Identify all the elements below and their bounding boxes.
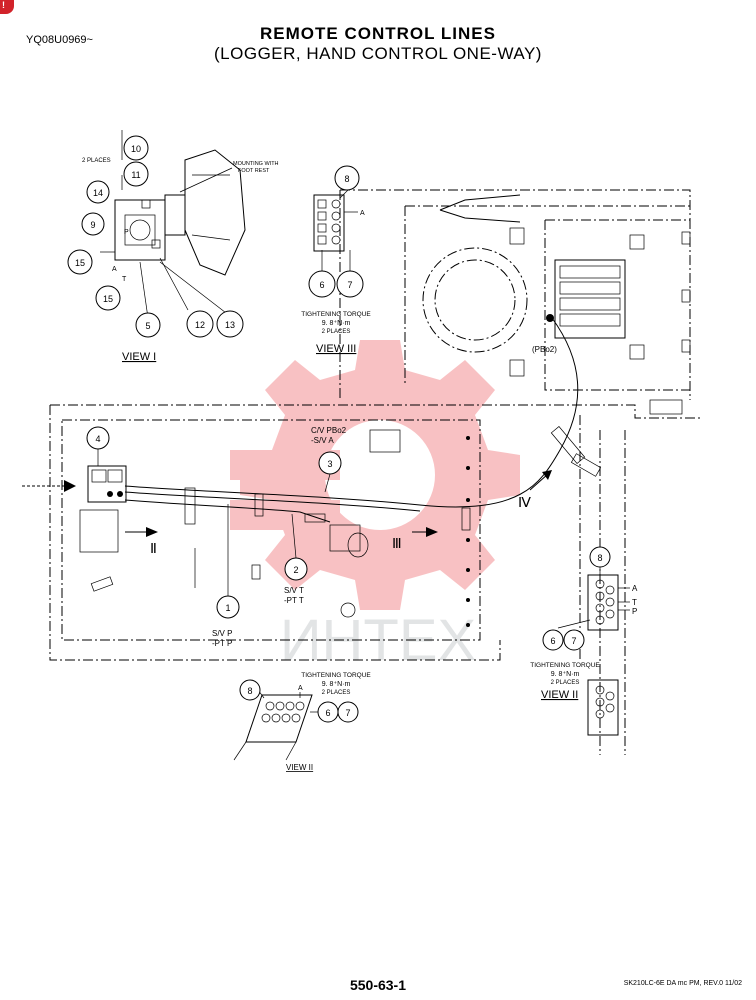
view-iii-callout-7-label: 7: [347, 280, 352, 290]
view-i-callout-15b: [95, 285, 121, 311]
view-ii-right-callout-7-label: 7: [571, 636, 576, 646]
view-ii-bottom-callout-6-label: 6: [325, 708, 330, 718]
view-ii-right-drawing: [557, 566, 630, 736]
view-i-callout-15b-label: 15: [103, 294, 113, 304]
view-ii-bottom-callout-8: [239, 679, 261, 701]
pbo2-label: (PBo2): [532, 345, 557, 354]
view-ii-right-callout-8: [589, 546, 611, 568]
view-i-places-note: 2 PLACES: [82, 158, 111, 164]
view-i-port-a: A: [112, 266, 117, 273]
view-ii-bottom-callout-7-label: 7: [345, 708, 350, 718]
view-ii-right-port-p: P: [632, 607, 637, 616]
view-ii-bottom-callout-8-label: 8: [247, 686, 252, 696]
view-ii-right-torque-places: 2 PLACES: [551, 680, 580, 686]
view-i-callout-11-label: 11: [131, 170, 140, 180]
view-iii-callout-8: [334, 165, 360, 191]
view-i-callout-5-label: 5: [145, 321, 150, 331]
watermark-logo: ИНТЕХ: [230, 340, 520, 673]
view-i-callout-13: [216, 310, 244, 338]
callout-3: [318, 451, 342, 475]
upper-frame: [339, 189, 691, 400]
callout-2-label: 2: [293, 565, 298, 575]
callout-2: [284, 557, 308, 581]
arrow-label-iii: Ⅲ: [392, 535, 402, 551]
document-id: YQ08U0969~: [26, 34, 93, 46]
view-ii-bottom-port-a: A: [298, 685, 303, 692]
view-ii-bottom-torque-title: TIGHTENING TORQUE: [301, 672, 371, 679]
ptt-label: -PT T: [284, 596, 304, 605]
view-iii-torque-value: 9. 8⁺N·m: [322, 320, 351, 327]
view-ii-right-caption: VIEW II: [541, 689, 578, 701]
page-number: 550-63-1: [349, 977, 407, 993]
callout-1: [216, 595, 240, 619]
callout-1-label: 1: [225, 603, 230, 613]
view-i-caption: VIEW I: [122, 351, 156, 363]
callout-4: [86, 426, 110, 450]
view-ii-bottom-torque-places: 2 PLACES: [322, 690, 351, 696]
view-ii-bottom-caption: VIEW II: [286, 763, 313, 772]
view-iii-drawing: [313, 189, 358, 272]
main-plate: [49, 399, 700, 755]
view-i-callout-13-label: 13: [225, 320, 235, 330]
view-i-footrest-note: FOOT REST: [238, 168, 270, 174]
view-iii-callout-6-label: 6: [319, 280, 324, 290]
view-iii-callout-8-label: 8: [344, 174, 349, 184]
view-i-callout-10: [123, 135, 149, 161]
view-i-callout-9: [81, 212, 105, 236]
view-i-callout-5: [135, 312, 161, 338]
view-ii-right-torque-title: TIGHTENING TORQUE: [530, 662, 600, 669]
view-i-callout-12: [186, 310, 214, 338]
view-i-callout-14-label: 14: [93, 188, 103, 198]
cv-pbo2-label: C/V PBo2: [311, 426, 347, 435]
page-subtitle: (LOGGER, HAND CONTROL ONE-WAY): [214, 44, 542, 63]
view-i-port-p: P: [124, 229, 129, 236]
view-ii-right-callout-6-label: 6: [550, 636, 555, 646]
page-title: REMOTE CONTROL LINES: [260, 24, 496, 43]
ptp-label: -PT P: [212, 639, 232, 648]
footer-reference: SK210LC-6E DA mc PM, REV.0 11/02: [623, 980, 742, 987]
view-arrows: [22, 470, 552, 537]
view-ii-bottom-callout-7: [337, 701, 359, 723]
view-ii-right-callout-7: [563, 629, 585, 651]
view-i-callout-10-label: 10: [131, 144, 141, 154]
callout-3-label: 3: [327, 459, 332, 469]
view-ii-right-callout-6: [542, 629, 564, 651]
view-i-port-t: T: [122, 276, 127, 283]
view-ii-right-torque-value: 9. 8⁺N·m: [551, 671, 580, 678]
view-iii-caption: VIEW III: [316, 343, 356, 355]
view-i-callout-9-label: 9: [90, 220, 95, 230]
hose-lines: [124, 317, 579, 531]
view-ii-right-callout-8-label: 8: [597, 553, 602, 563]
corner-marker: !: [0, 0, 14, 14]
view-ii-bottom-torque-value: 9. 8⁺N·m: [322, 681, 351, 688]
view-ii-right-port-a: A: [632, 584, 638, 593]
view-ii-bottom-drawing: [233, 689, 318, 761]
view-ii-right-port-t: T: [632, 598, 637, 607]
svp-label: S/V P: [212, 629, 232, 638]
view-i-callout-15a-label: 15: [75, 258, 85, 268]
view-i-callout-12-label: 12: [195, 320, 205, 330]
hand-control-valve: [87, 465, 127, 503]
arrow-label-ii: Ⅱ: [150, 540, 157, 556]
view-i-drawing: [100, 130, 246, 319]
view-i-callout-15a: [67, 249, 93, 275]
svt-label: S/V T: [284, 586, 304, 595]
view-i-callout-14: [86, 180, 110, 204]
sva-label: -S/V A: [311, 436, 334, 445]
view-iii-callout-6: [308, 270, 336, 298]
view-i-callout-11: [123, 161, 149, 187]
view-iii-callout-7: [336, 270, 364, 298]
view-iii-torque-title: TIGHTENING TORQUE: [301, 311, 371, 318]
view-i-mounting-note: MOUNTING WITH: [233, 161, 279, 167]
arrow-label-iv: Ⅳ: [518, 494, 531, 510]
callout-4-label: 4: [95, 434, 100, 444]
view-iii-torque-places: 2 PLACES: [322, 329, 351, 335]
view-iii-port-a: A: [360, 210, 365, 217]
